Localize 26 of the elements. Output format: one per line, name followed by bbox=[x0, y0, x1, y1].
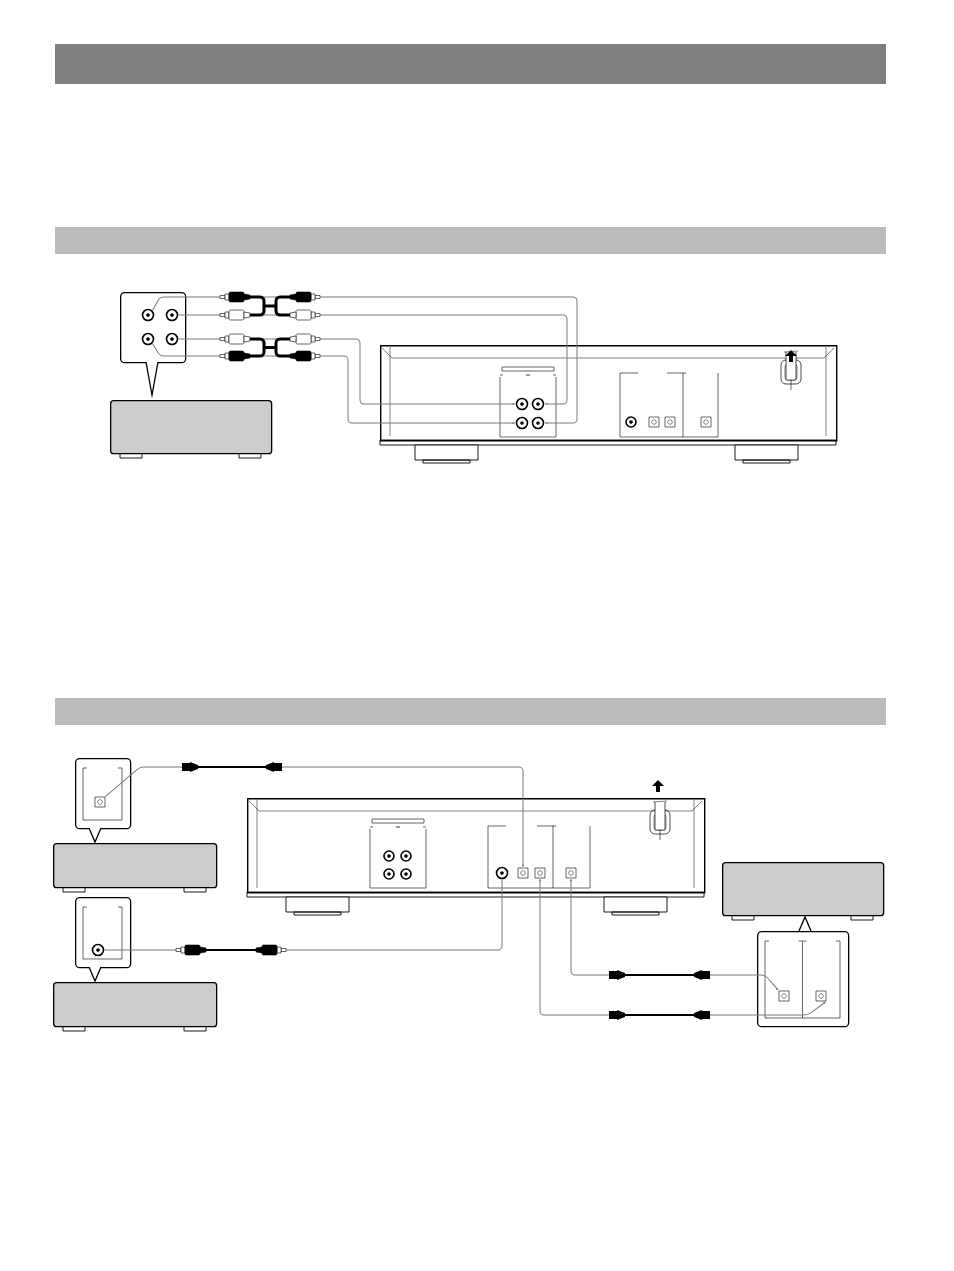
jack bbox=[515, 416, 529, 430]
optical-jack bbox=[534, 867, 546, 879]
device-drawing bbox=[53, 982, 218, 1032]
rear-panel-drawing bbox=[246, 798, 706, 916]
optical-jack bbox=[565, 867, 577, 879]
optical-jack bbox=[815, 990, 827, 1002]
jack bbox=[531, 397, 545, 411]
jack bbox=[141, 308, 155, 322]
optical-jack bbox=[94, 796, 106, 808]
jack bbox=[165, 308, 179, 322]
optical-jack bbox=[517, 867, 529, 879]
jack bbox=[91, 943, 105, 957]
device-drawing bbox=[53, 843, 218, 893]
jack bbox=[515, 397, 529, 411]
callout-panel bbox=[757, 915, 850, 1028]
jack bbox=[531, 416, 545, 430]
callout-panel bbox=[75, 897, 132, 983]
callout-panel bbox=[120, 292, 187, 399]
device-drawing bbox=[110, 400, 273, 459]
device-drawing bbox=[722, 862, 885, 921]
jack bbox=[165, 332, 179, 346]
jack bbox=[141, 332, 155, 346]
callout-panel bbox=[75, 758, 132, 844]
rear-panel-drawing bbox=[379, 345, 838, 464]
jack bbox=[495, 866, 509, 880]
optical-jack bbox=[778, 990, 790, 1002]
